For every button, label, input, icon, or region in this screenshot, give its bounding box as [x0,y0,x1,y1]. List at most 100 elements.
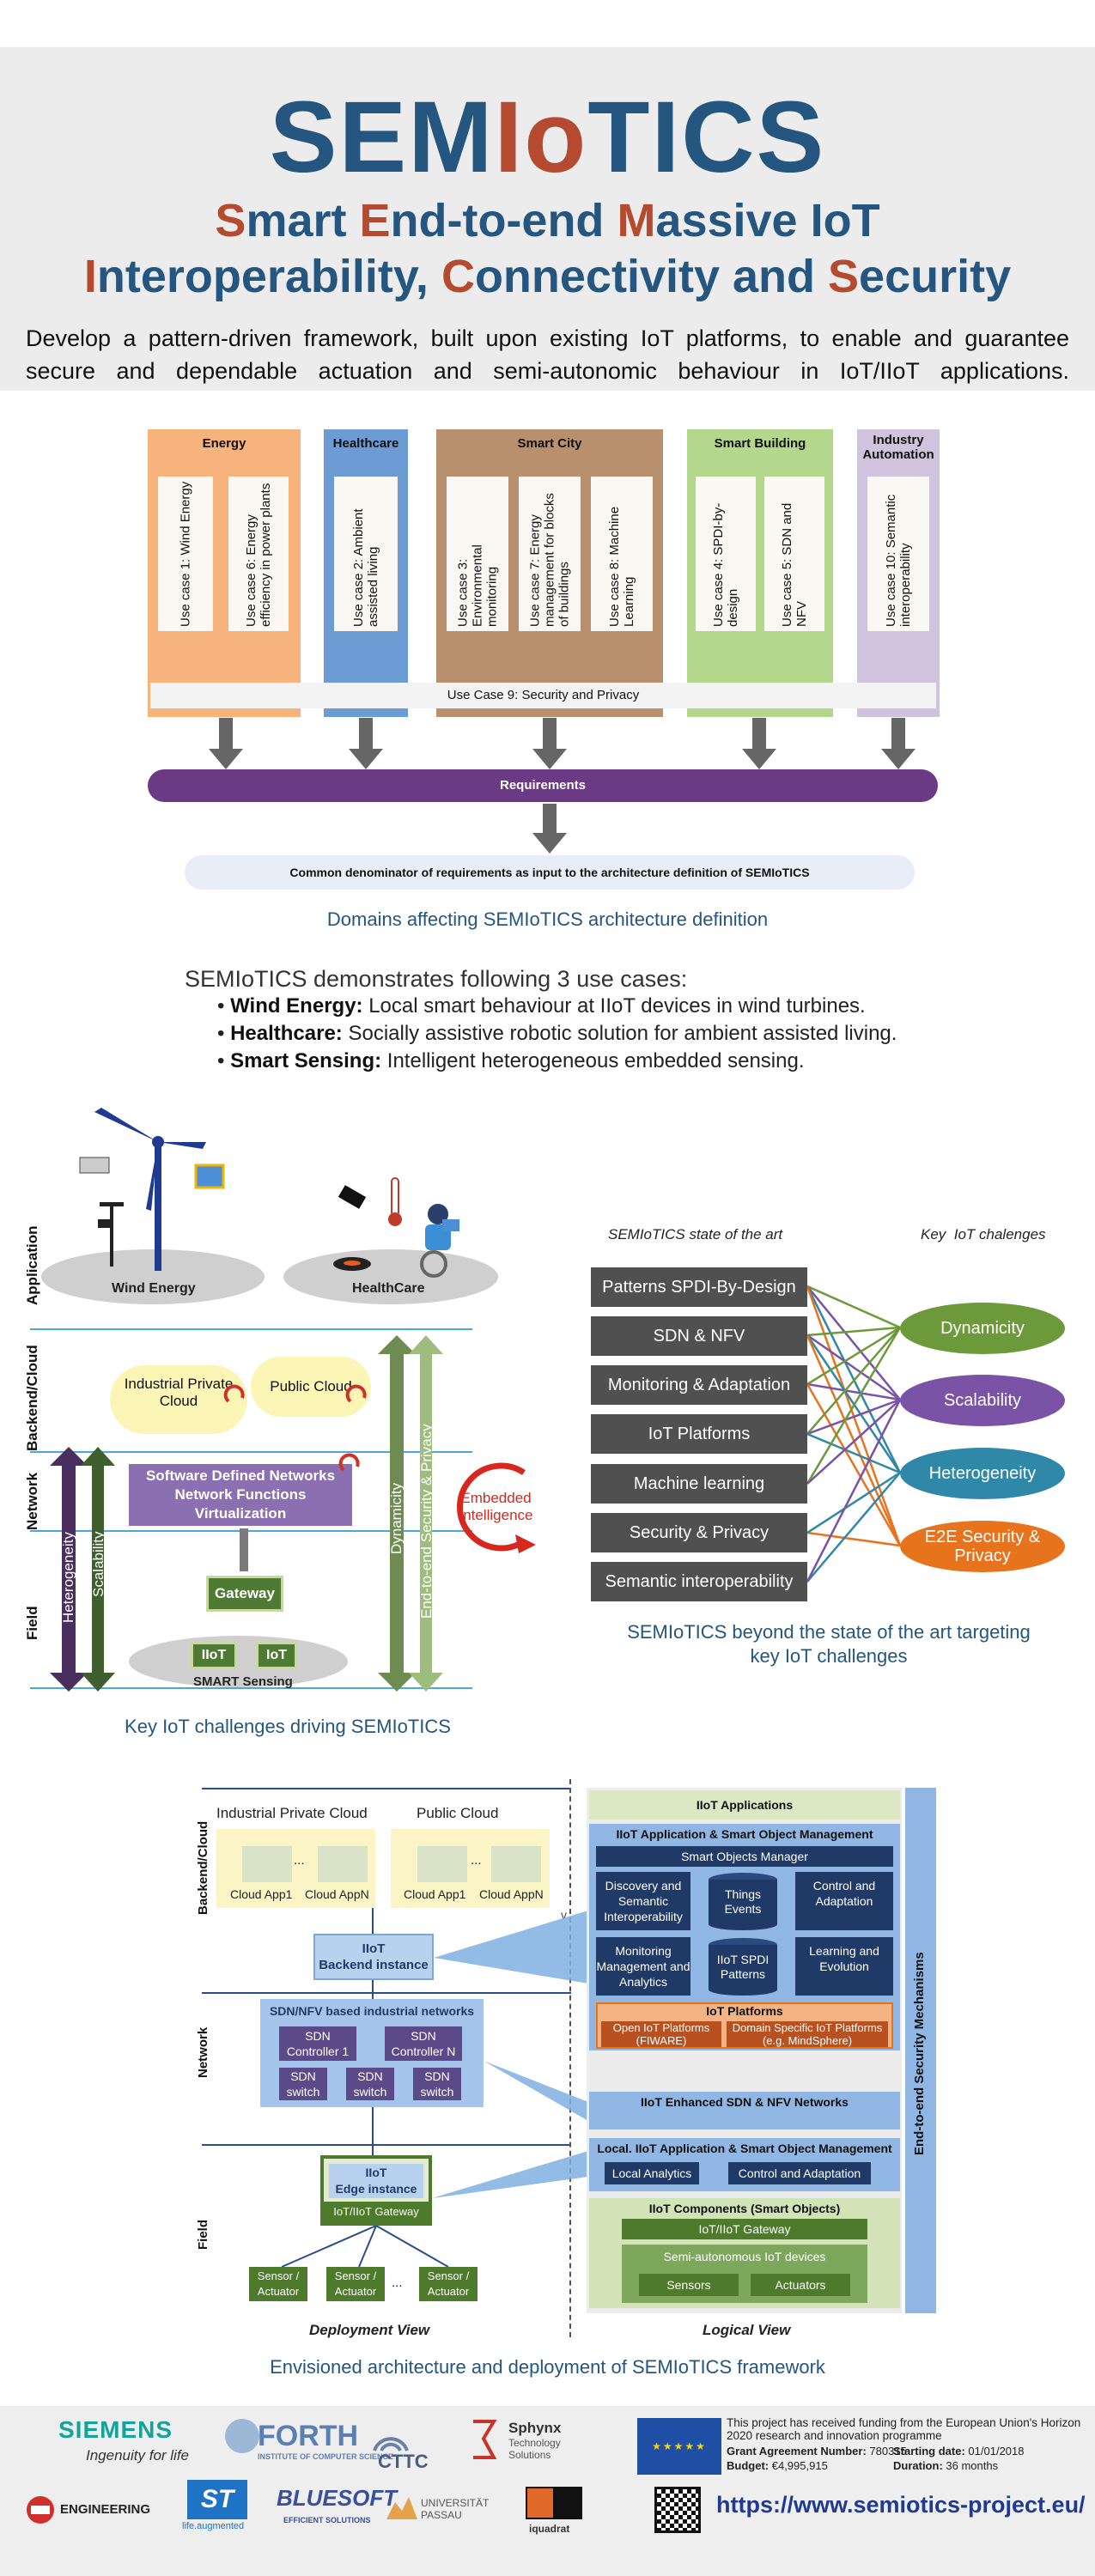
industrial-private-cloud: Industrial Private Cloud [110,1365,247,1434]
use-case: Use case 8: Machine Learning [591,477,653,631]
arrow-down-icon [532,718,567,769]
header: SEMIoTICS Smart End-to-end Massive IoT I… [0,47,1095,391]
soa-item: Security & Privacy [591,1513,807,1552]
caption-state-of-art-2: key IoT challenges [750,1645,908,1667]
public-cloud-label: Public Cloud [417,1805,499,1821]
forth-sub: INSTITUTE OF COMPUTER SCIENCE [258,2452,394,2461]
title-initial: S [215,195,246,246]
title-fragment: nteroperability, [96,251,441,302]
start-line: Starting date: 01/01/2018 [893,2445,1025,2458]
arrow-label: Scalability [90,1531,106,1597]
domain-smart-building: Smart Building Use case 4: SPDI-by-desig… [687,429,833,717]
layer-divider [30,1451,472,1453]
title-line-1: Smart End-to-end Massive IoT [0,193,1095,248]
siemens-logo: SIEMENS [58,2416,173,2443]
heterogeneity-arrow [50,1447,88,1692]
cttc-logo: CTTC [378,2451,429,2472]
smart-sensing-label: SMART Sensing [193,1674,293,1689]
soa-item: Monitoring & Adaptation [591,1365,807,1405]
cloud-app-label: Cloud App1 [404,1887,466,1901]
iot-node: IoT [256,1642,297,1669]
smart-sensing-platform [129,1636,348,1687]
e2e-security-bar [905,1788,936,2313]
arrow-label: Heterogeneity [60,1532,76,1623]
title-initial: M [617,195,656,246]
edge-connector [372,2107,374,2155]
engineering-logo-mark [27,2496,54,2524]
challenge-e2e-security: E2E Security & Privacy [900,1521,1065,1572]
layer-label: Backend/Cloud [196,1820,210,1915]
fiware-block: Open IoT Platforms (FIWARE) [601,2021,721,2047]
project-url-link[interactable]: https://www.semiotics-project.eu/ [716,2492,1086,2518]
sdn-switch: SDN switch [346,2068,394,2100]
wind-energy-label: Wind Energy [112,1281,196,1296]
embedded-loop-icon [456,1462,536,1553]
soa-item: Machine learning [591,1464,807,1504]
column-title: Key IoT chalenges [921,1226,1046,1242]
v-mark: v [561,1908,567,1922]
column-title: SEMIoTICS state of the art [608,1226,783,1242]
challenge-dynamicity: Dynamicity [900,1303,1065,1354]
sdn-switch: SDN switch [413,2068,461,2100]
funding-text: This project has received funding from t… [727,2416,1081,2442]
use-case: Use case 1: Wind Energy [158,477,213,631]
healthcare-platform [283,1249,498,1304]
sensor-actuator: Sensor / Actuator [419,2267,478,2301]
local-control-block: Control and Adaptation [728,2162,871,2184]
use-case: Use case 4: SPDI-by-design [696,477,756,631]
refresh-icon [223,1384,245,1403]
control-adaptation-block: Control and Adaptation [795,1872,893,1930]
use-case: Use case 5: SDN and NFV [764,477,824,631]
sensor-actuator: Sensor / Actuator [326,2267,385,2301]
cttc-logo-mark [373,2437,409,2451]
use-case-item: • Smart Sensing: Intelligent heterogeneo… [217,1049,805,1072]
sphynx-logo: Sphynx [508,2420,562,2436]
title-fragment: nd-to-end [390,195,617,246]
requirements-bar: Requirements [148,769,938,802]
passau-logo-mark [386,2497,417,2519]
sphynx-sub: Technology Solutions [508,2437,561,2461]
eu-flag: ★★★★★ [637,2418,721,2475]
caption-architecture: Envisioned architecture and deployment o… [270,2356,825,2378]
scalability-arrow [81,1447,115,1692]
layer-divider [30,1687,472,1689]
budget-line: Budget: €4,995,915 [727,2459,828,2472]
cloud-app-1 [417,1846,467,1882]
engineering-logo: ENGINEERING [60,2502,151,2517]
discovery-block: Discovery and Semantic Interoperability [596,1872,690,1930]
weather-station-icon [98,1202,124,1267]
wind-energy-platform [41,1249,265,1304]
title-initial: I [83,251,97,302]
refresh-icon [338,1453,360,1472]
qr-code [654,2487,701,2533]
title-initial: S [828,251,860,302]
connection-lines [807,1285,902,1583]
sdn-switch: SDN switch [279,2068,327,2100]
title-initial: C [441,251,475,302]
title-line-2: Interoperability, Connectivity and Secur… [0,249,1095,304]
arrow-down-icon [742,718,776,769]
monitoring-block: Monitoring Management and Analytics [596,1937,690,1996]
caption-challenges: Key IoT challenges driving SEMIoTICS [125,1716,451,1737]
arrow-label: End-to-end Security & Privacy [418,1424,435,1619]
layer-label: Network [196,2026,210,2078]
security-privacy-arrow [409,1335,443,1692]
healthcare-label: HealthCare [352,1281,425,1296]
layer-label: Network [24,1472,40,1530]
logical-view-label: Logical View [703,2322,791,2338]
layer-divider [202,1788,571,1789]
learning-block: Learning and Evolution [795,1937,893,1996]
board-icon [194,1163,225,1189]
local-management-title: Local. IIoT Application & Smart Object M… [597,2142,892,2155]
common-denominator: Common denominator of requirements as in… [185,855,915,890]
iot-platforms-title: IoT Platforms [706,2004,783,2018]
camera-icon [338,1185,367,1209]
enhanced-sdn-block: IIoT Enhanced SDN & NFV Networks [589,2092,900,2129]
spdi-patterns-db: IIoT SPDI Patterns [697,1937,788,1996]
duration-line: Duration: 36 months [893,2459,999,2472]
semiotics-logo: SEMIoTICS [269,81,826,194]
cloud-app-n [318,1846,368,1882]
arrow-down-icon [209,718,243,769]
